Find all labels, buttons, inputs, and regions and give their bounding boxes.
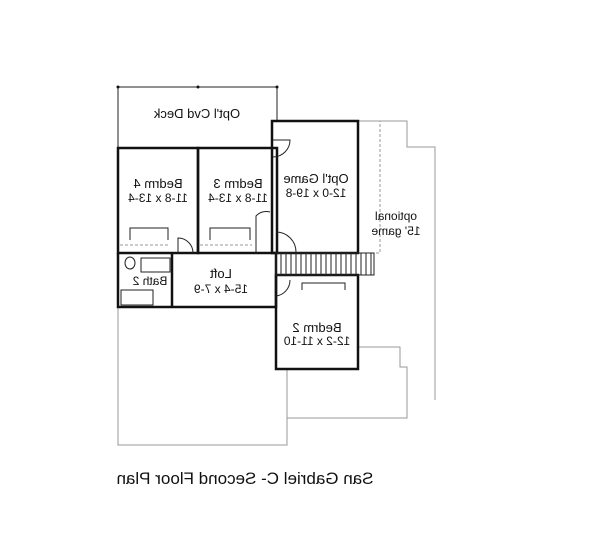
deck-label: Opt'l Cvd Deck <box>153 106 240 121</box>
bath2-label: Bath 2 <box>132 274 167 288</box>
plan-title: San Gabriel C- Second Floor Plan <box>116 469 373 488</box>
game-label: Opt'l Game <box>283 171 348 186</box>
game-dims: 12-0 x 19-8 <box>285 186 346 200</box>
bedrm3-dims: 11-8 x 13-4 <box>208 191 268 205</box>
bedrm2-dims: 12-2 x 11-10 <box>283 334 350 348</box>
bedrm4-dims: 11-8 x 13-4 <box>128 191 188 205</box>
bedrm4-label: Bedrm 4 <box>133 176 182 191</box>
optional-note-2: 15' game <box>371 224 420 238</box>
bedrm2-label: Bedrm 2 <box>292 320 341 335</box>
loft-label: Loft <box>210 266 232 281</box>
loft-dims: 15-4 x 7-9 <box>194 282 248 296</box>
bedrm3-label: Bedrm 3 <box>213 176 262 191</box>
doors <box>120 139 346 306</box>
optional-note-1: optional <box>375 209 417 223</box>
stairs <box>275 252 375 276</box>
room-labels: Opt'l Cvd Deck Bedrm 4 11-8 x 13-4 Bedrm… <box>128 106 421 348</box>
deck-outline <box>116 85 279 148</box>
